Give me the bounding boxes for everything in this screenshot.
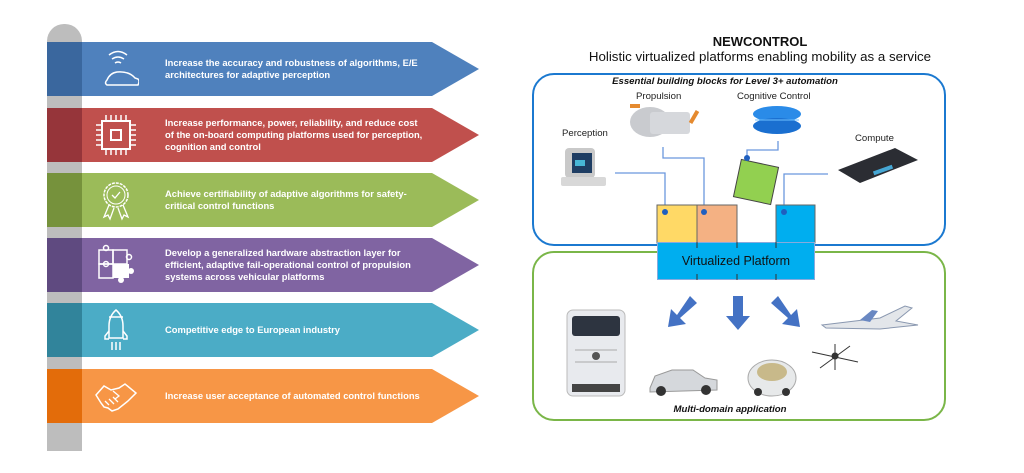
puzzle-icon (98, 244, 134, 283)
platform-label: Virtualized Platform (681, 254, 791, 268)
objective-2: Increase performance, power, reliability… (47, 108, 479, 162)
compute-board-icon (838, 148, 918, 183)
objective-text: Increase the accuracy and robustness of … (165, 57, 418, 80)
airplane-icon (820, 305, 919, 330)
objective-3: Achieve certifiability of adaptive algor… (47, 173, 479, 227)
award-badge-icon (102, 182, 130, 221)
objective-arrow (47, 42, 479, 96)
propulsion-label: Propulsion (636, 91, 682, 102)
chip-icon (96, 115, 136, 155)
car-icon (649, 369, 718, 396)
car-signal-icon (104, 50, 139, 86)
objective-arrow (47, 173, 479, 227)
objective-6: Increase user acceptance of automated co… (47, 369, 479, 423)
truck-icon (566, 309, 626, 397)
objective-1: Increase the accuracy and robustness of … (47, 42, 479, 96)
objective-text: Increase user acceptance of automated co… (165, 390, 420, 401)
drone-icon (811, 344, 859, 370)
arrow-down-right-icon (771, 296, 800, 327)
cognitive-control-label: Cognitive Control (737, 91, 811, 102)
objective-arrow (47, 238, 479, 292)
diagram-title: NEWCONTROL (712, 34, 808, 49)
arrow-down-icon (726, 296, 750, 330)
objective-text: Competitive edge to European industry (165, 324, 341, 335)
handshake-icon (95, 383, 138, 412)
perception-label: Perception (562, 128, 608, 139)
rocket-icon (104, 309, 128, 350)
objective-4: Develop a generalized hardware abstracti… (47, 238, 479, 292)
objective-arrow (47, 108, 479, 162)
building-blocks-title: Essential building blocks for Level 3+ a… (612, 76, 838, 87)
objective-text: Achieve certifiability of adaptive algor… (165, 188, 407, 211)
objective-arrow (47, 369, 479, 423)
diagram-subtitle: Holistic virtualized platforms enabling … (588, 49, 932, 64)
cognitive-block (732, 158, 780, 206)
objective-text: Increase performance, power, reliability… (165, 117, 423, 152)
propulsion-motor-icon (630, 104, 700, 137)
cognitive-brain-icon (753, 106, 801, 134)
virtualized-platform (657, 242, 815, 280)
objective-text: Develop a generalized hardware abstracti… (165, 247, 411, 282)
perception-lidar-icon (561, 148, 606, 186)
application-label: Multi-domain application (673, 404, 787, 415)
objective-arrow (47, 303, 479, 357)
platform-dividers (696, 242, 777, 280)
arrow-down-left-icon (668, 296, 697, 327)
pod-car-icon (747, 359, 797, 397)
compute-label: Compute (855, 133, 894, 144)
objective-5: Competitive edge to European industry (47, 303, 479, 357)
